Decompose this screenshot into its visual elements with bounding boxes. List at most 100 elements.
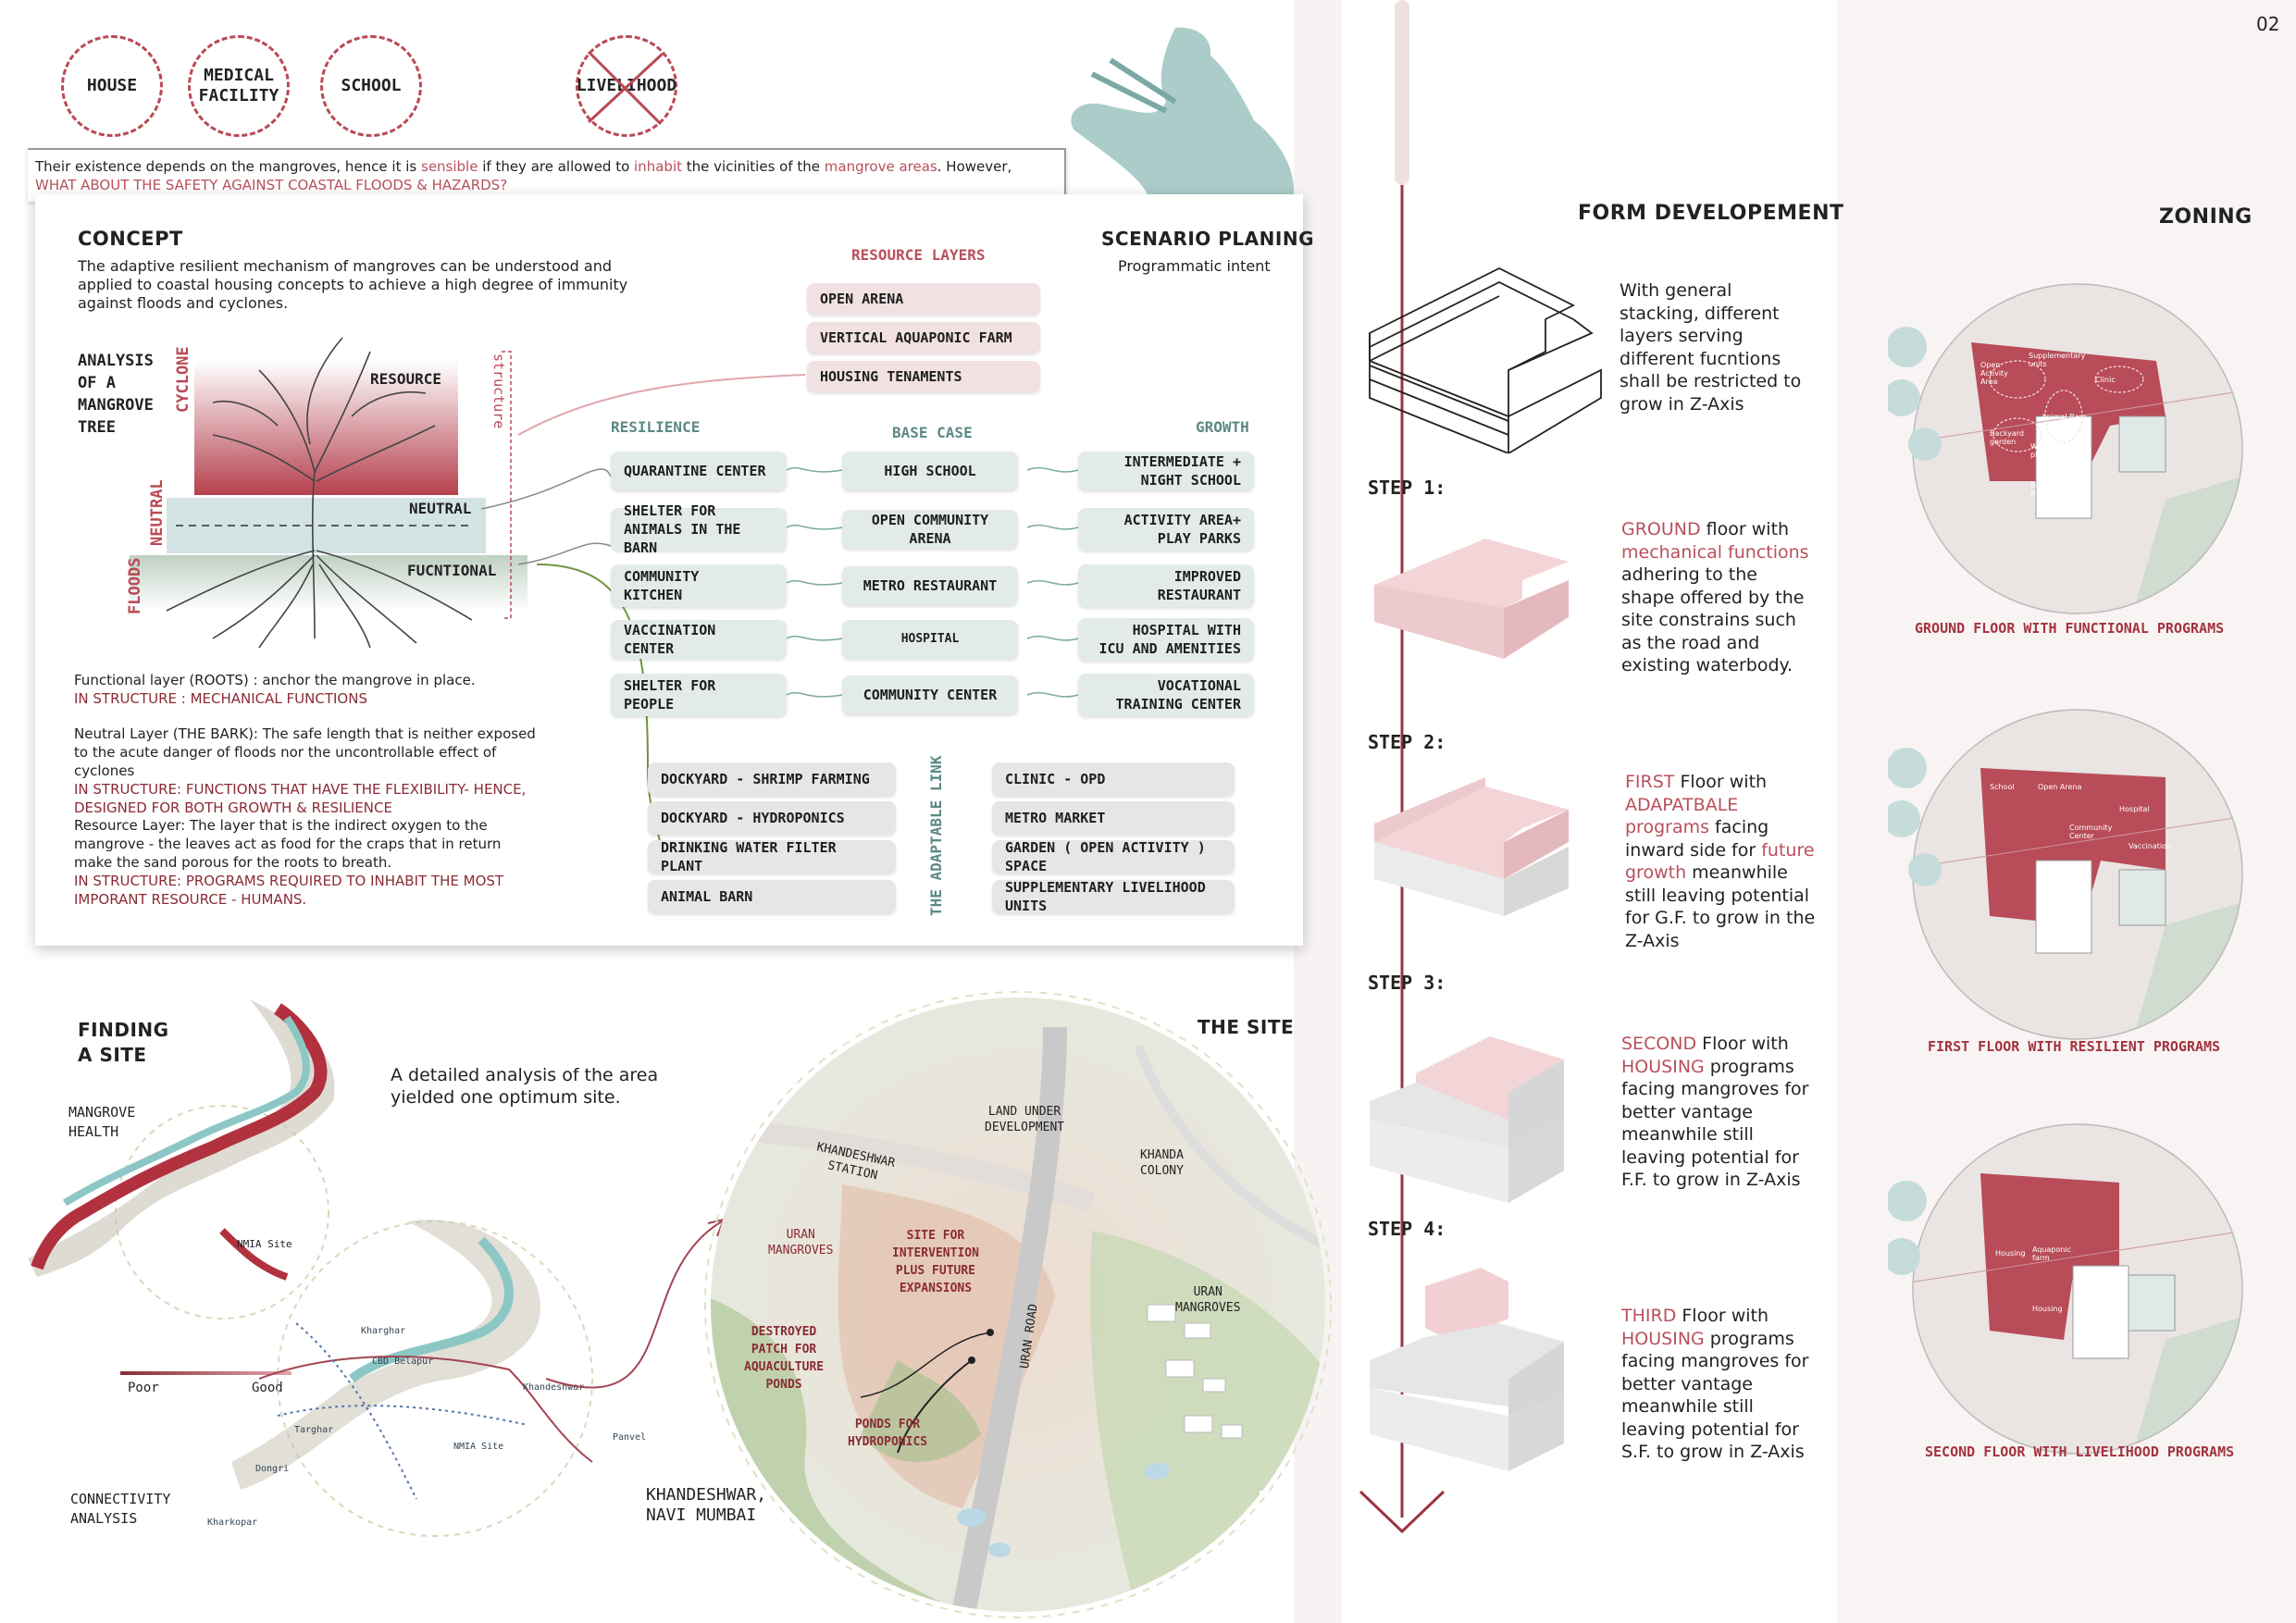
map-label: Kharghar <box>361 1326 406 1336</box>
finding-site-title: FINDING A SITE <box>78 1019 169 1066</box>
mangrove-tree-diagram <box>130 337 527 649</box>
intro-text: Their existence depends on the mangroves… <box>35 158 1012 193</box>
zone-label: Water filter plant <box>2030 442 2072 459</box>
step-label: STEP 3: <box>1368 972 1446 994</box>
map-label: Panvel <box>613 1432 647 1443</box>
base-case-header: BASE CASE <box>892 424 973 441</box>
step2-text: FIRST Floor with ADAPATBALE programs fac… <box>1625 772 1816 951</box>
scenario-subtitle: Programmatic intent <box>1118 257 1271 275</box>
adaptable-link-right-item: GARDEN ( OPEN ACTIVITY ) SPACE <box>992 839 1235 874</box>
adaptable-link-left-item: ANIMAL BARN <box>648 880 896 913</box>
connectivity-label: CONNECTIVITY ANALYSIS <box>70 1491 171 1527</box>
base-case-item: COMMUNITY CENTER <box>842 675 1018 714</box>
adaptable-link-right-item: METRO MARKET <box>992 801 1235 835</box>
finding-site-text: A detailed analysis of the area yielded … <box>391 1065 659 1108</box>
zone-label: Backyard Hydro <box>2030 481 2065 498</box>
step1-mass <box>1374 539 1569 659</box>
floods-label: FLOODS <box>126 557 144 614</box>
zoning-second-plan <box>1888 1123 2243 1455</box>
step2-mass <box>1374 777 1569 916</box>
legend-poor: Poor <box>128 1381 159 1395</box>
resilience-item: COMMUNITY KITCHEN <box>611 564 787 607</box>
layer-resource-label: RESOURCE <box>370 370 442 388</box>
resilience-item: SHELTER FOR PEOPLE <box>611 674 787 716</box>
resilience-item: VACCINATION CENTER <box>611 620 787 659</box>
page-number: 02 <box>2256 13 2280 35</box>
adaptable-link-left-item: DRINKING WATER FILTER PLANT <box>648 839 896 874</box>
khanda-colony-label: KHANDA COLONY <box>1140 1148 1184 1178</box>
zoning-caption: SECOND FLOOR WITH LIVELIHOOD PROGRAMS <box>1925 1443 2235 1460</box>
zoning-title: ZONING <box>2159 205 2253 229</box>
zoning-ground-plan <box>1888 283 2243 614</box>
site-map <box>704 991 1332 1618</box>
resource-layer-item: HOUSING TENAMENTS <box>807 361 1040 392</box>
zone-label: School <box>1990 783 2015 791</box>
health-legend-bar <box>120 1371 292 1375</box>
map-label: Dongri <box>255 1464 290 1474</box>
uran-mangroves-left-label: URAN MANGROVES <box>768 1228 834 1258</box>
concept-title: CONCEPT <box>78 228 183 250</box>
adaptable-link-right-item: SUPPLEMENTARY LIVELIHOOD UNITS <box>992 879 1235 914</box>
zone-label: Open Activity Area <box>1980 361 2008 386</box>
resource-layers-title: RESOURCE LAYERS <box>851 246 986 264</box>
layer-functional-label: FUCNTIONAL <box>407 562 497 579</box>
step-label: STEP 2: <box>1368 731 1446 753</box>
medical-facility-circle: MEDICAL FACILITY <box>188 35 290 137</box>
neutral-layer-note: Neutral Layer (THE BARK): The safe lengt… <box>74 725 536 816</box>
zone-label: Housing <box>1995 1249 2026 1258</box>
map-label: Targhar <box>294 1425 334 1435</box>
zone-label: Animal Barn <box>2042 413 2087 421</box>
land-under-dev-label: LAND UNDER DEVELOPMENT <box>985 1105 1065 1134</box>
analysis-title: ANALYSIS OF A MANGROVE TREE <box>78 352 154 437</box>
the-site-title: THE SITE <box>1198 1016 1295 1038</box>
resource-layer-item: VERTICAL AQUAPONIC FARM <box>807 322 1040 353</box>
zone-label: Community Center <box>2069 824 2113 840</box>
livelihood-cross-icon <box>587 50 664 126</box>
legend-good: Good <box>252 1381 283 1395</box>
house-circle: HOUSE <box>61 35 163 137</box>
growth-item: VOCATIONAL TRAINING CENTER <box>1078 674 1254 716</box>
zoning-caption: GROUND FLOOR WITH FUNCTIONAL PROGRAMS <box>1915 620 2225 637</box>
map-label: Khandeshwar <box>523 1382 585 1393</box>
functional-layer-note: Functional layer (ROOTS) : anchor the ma… <box>74 672 476 707</box>
adaptable-link-title: THE ADAPTABLE LINK <box>927 755 945 916</box>
site-intervention-label: SITE FOR INTERVENTION PLUS FUTURE EXPANS… <box>892 1229 979 1295</box>
base-case-item: OPEN COMMUNITY ARENA <box>842 510 1018 549</box>
adaptable-link-right-item: CLINIC - OPD <box>992 762 1235 796</box>
mangrove-health-label: MANGROVE HEALTH <box>68 1104 136 1140</box>
neutral-side-label: NEUTRAL <box>148 479 167 546</box>
map-label: Kharkopar <box>207 1518 258 1528</box>
growth-header: GROWTH <box>1196 418 1249 436</box>
form-title: FORM DEVELOPEMENT <box>1578 202 1844 225</box>
form-intro: With general stacking, different layers … <box>1620 280 1802 415</box>
intro-strip <box>28 148 1066 202</box>
fisherman-sketch <box>1071 27 1295 194</box>
step-label: STEP 1: <box>1368 477 1446 499</box>
base-case-item: HIGH SCHOOL <box>842 452 1018 490</box>
ponds-hydroponics-label: PONDS FOR HYDROPONICS <box>848 1418 928 1449</box>
growth-item: IMPROVED RESTAURANT <box>1078 564 1254 607</box>
uran-mangroves-right-label: URAN MANGROVES <box>1175 1285 1241 1315</box>
zoning-first-plan <box>1888 709 2243 1040</box>
resource-layer-item: OPEN ARENA <box>807 283 1040 315</box>
step4-text: THIRD Floor with HOUSING programs facing… <box>1621 1306 1809 1462</box>
resilience-item: QUARANTINE CENTER <box>611 452 787 490</box>
zone-label: Housing <box>2032 1305 2063 1313</box>
growth-item: INTERMEDIATE + NIGHT SCHOOL <box>1078 452 1254 490</box>
structure-bracket <box>502 351 512 619</box>
step1-text: GROUND floor with mechanical functions a… <box>1621 519 1809 675</box>
step-label: STEP 4: <box>1368 1218 1446 1240</box>
school-circle: SCHOOL <box>320 35 422 137</box>
zone-label: Backyard garden <box>1990 429 2024 446</box>
map-label: NMIA Site <box>453 1442 504 1452</box>
scenario-title: SCENARIO PLANING <box>1101 228 1314 250</box>
step3-mass <box>1370 1036 1564 1203</box>
connectivity-map <box>231 1220 593 1537</box>
zoning-caption: FIRST FLOOR WITH RESILIENT PROGRAMS <box>1928 1038 2221 1055</box>
nmia-site-label: NMIA Site <box>237 1238 292 1250</box>
zone-label: Supplementary units <box>2029 352 2086 368</box>
zone-label: Hospital <box>2119 805 2150 813</box>
concept-body: The adaptive resilient mechanism of mang… <box>78 257 628 312</box>
map-label: CBD Belapur <box>372 1357 434 1367</box>
resource-layer-note: Resource Layer: The layer that is the in… <box>74 817 504 908</box>
